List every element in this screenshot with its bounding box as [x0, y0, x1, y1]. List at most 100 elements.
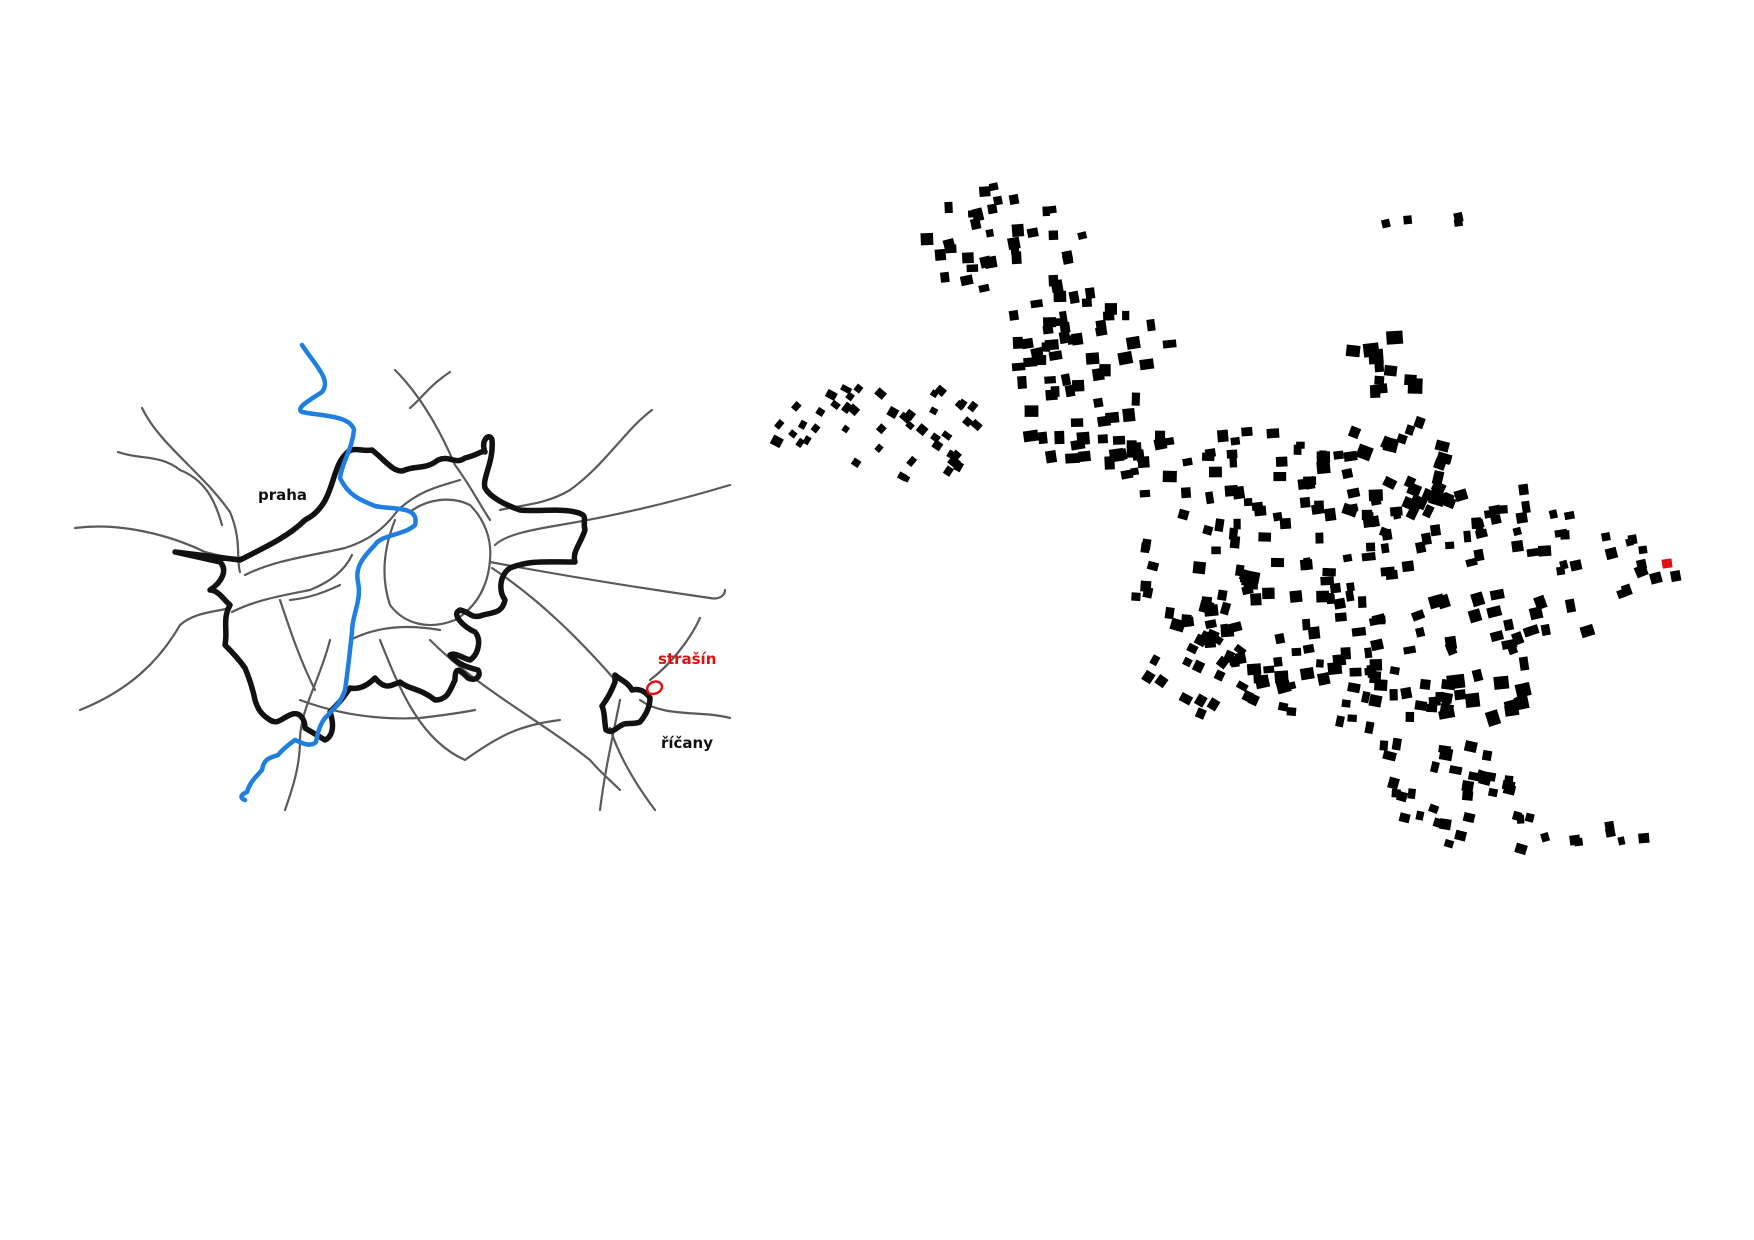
building	[1246, 663, 1262, 676]
building	[970, 418, 983, 432]
building	[1669, 569, 1682, 583]
building	[1428, 803, 1440, 814]
building	[1389, 506, 1403, 517]
building	[1194, 707, 1207, 720]
building	[1162, 339, 1177, 349]
label-strasin: strašín	[658, 650, 717, 668]
building	[944, 201, 953, 214]
building	[1135, 449, 1145, 463]
building	[1117, 350, 1134, 366]
building	[939, 271, 950, 283]
building	[1403, 645, 1417, 655]
building	[1289, 590, 1303, 603]
building	[1382, 750, 1397, 762]
building	[1521, 500, 1531, 514]
building	[1465, 557, 1478, 568]
building	[1065, 452, 1080, 464]
building	[1463, 740, 1478, 754]
building	[1182, 616, 1195, 628]
building	[1389, 666, 1400, 676]
building	[1206, 697, 1221, 712]
building	[1502, 783, 1517, 796]
building	[1522, 624, 1540, 638]
building	[1347, 714, 1358, 723]
building	[1487, 787, 1499, 798]
building	[1010, 241, 1020, 255]
building	[1191, 659, 1206, 674]
building	[1066, 334, 1082, 345]
building	[1369, 659, 1383, 671]
building	[1370, 515, 1381, 528]
building	[1504, 703, 1520, 717]
building	[1220, 628, 1235, 638]
road-nw	[140, 406, 242, 574]
building	[1204, 619, 1217, 630]
building	[1162, 470, 1177, 483]
building	[840, 384, 853, 395]
building	[1228, 527, 1239, 541]
building	[1364, 721, 1375, 735]
building	[1351, 626, 1367, 637]
building	[1516, 814, 1525, 824]
building	[1095, 319, 1107, 330]
building	[1235, 680, 1249, 693]
building	[934, 384, 948, 397]
building	[1382, 475, 1398, 490]
building	[1379, 740, 1389, 751]
building	[1042, 325, 1054, 335]
building	[1473, 518, 1485, 530]
building	[1528, 606, 1544, 621]
building	[1503, 618, 1515, 632]
building	[1349, 667, 1362, 677]
building	[1419, 678, 1431, 690]
building	[985, 228, 995, 238]
building	[1405, 504, 1420, 521]
building	[1407, 788, 1417, 800]
ricany-boundary	[599, 672, 653, 735]
building	[1604, 827, 1616, 838]
building	[1464, 692, 1481, 708]
building	[1383, 364, 1398, 377]
building	[1398, 812, 1411, 824]
road-inner	[383, 498, 492, 627]
vltava-river	[239, 342, 418, 803]
building	[1070, 418, 1084, 428]
building	[898, 411, 912, 424]
building	[1126, 440, 1137, 449]
building	[1044, 376, 1057, 384]
building	[1202, 524, 1214, 536]
building	[1345, 590, 1355, 602]
building	[1232, 485, 1246, 500]
building	[1154, 673, 1169, 689]
building	[1054, 430, 1065, 445]
building	[1364, 647, 1373, 659]
building	[1081, 298, 1092, 308]
building	[1579, 623, 1596, 639]
building	[1514, 681, 1532, 698]
building	[1099, 364, 1111, 377]
building	[931, 439, 944, 452]
building	[953, 460, 965, 473]
building	[1229, 455, 1238, 468]
building	[1347, 682, 1361, 694]
building	[1533, 594, 1548, 611]
building	[1077, 231, 1088, 241]
building	[802, 435, 812, 446]
building	[1396, 433, 1408, 445]
building	[1204, 448, 1217, 458]
building	[1085, 352, 1100, 365]
building	[1044, 339, 1059, 351]
building	[1319, 450, 1327, 463]
building	[1140, 542, 1151, 554]
building	[915, 423, 929, 437]
building	[1638, 545, 1648, 555]
building	[1030, 299, 1044, 309]
building	[1362, 342, 1380, 358]
building	[1489, 630, 1505, 643]
building	[1349, 503, 1359, 513]
building	[1361, 551, 1376, 562]
road-e-upper	[493, 483, 732, 547]
building	[774, 418, 785, 430]
